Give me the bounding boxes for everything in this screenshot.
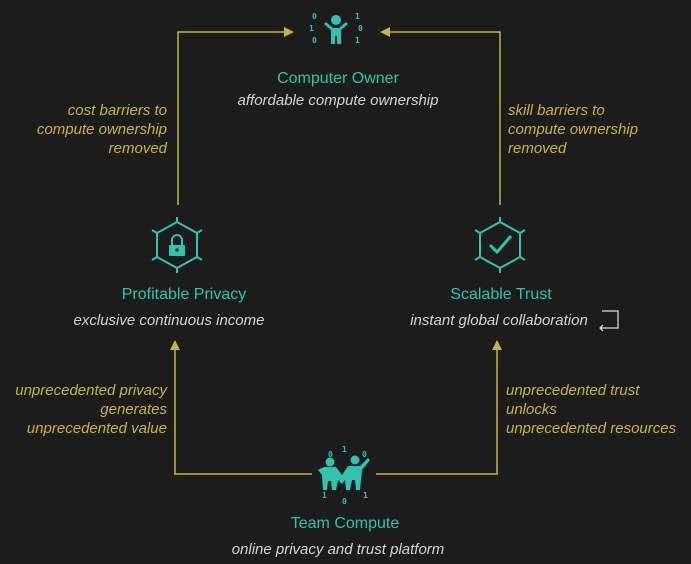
edge-label-line: unprecedented privacy <box>15 382 167 399</box>
edge-label-line: unprecedented value <box>26 420 167 437</box>
edge-label-top-right: skill barriers to compute ownership remo… <box>508 101 638 158</box>
scalable-trust-title: Scalable Trust <box>450 286 552 303</box>
owner-digit: 0 <box>358 24 363 33</box>
edge-label-bottom-right: unprecedented trust unlocks unprecedente… <box>506 381 676 438</box>
edge-label-line: generates <box>100 401 167 418</box>
team-digit: 0 <box>362 450 367 459</box>
computer-owner-subtitle: affordable compute ownership <box>237 92 439 109</box>
edge-trust-to-owner <box>380 27 501 205</box>
edge-label-line: unlocks <box>506 401 557 418</box>
team-binary-icon: 0 1 0 1 0 1 <box>318 445 370 506</box>
edge-label-line: unprecedented resources <box>506 420 677 437</box>
edge-privacy-to-owner <box>177 27 294 205</box>
team-compute-title: Team Compute <box>290 515 400 532</box>
profitable-privacy-title: Profitable Privacy <box>121 286 247 303</box>
edge-label-bottom-left: unprecedented privacy generates unpreced… <box>15 381 167 438</box>
team-digit: 0 <box>342 497 347 506</box>
owner-digit: 1 <box>355 36 360 45</box>
edge-team-to-privacy <box>170 340 312 475</box>
team-digit: 1 <box>322 491 327 500</box>
edge-label-line: compute ownership <box>508 121 639 138</box>
owner-digit: 1 <box>309 24 314 33</box>
hexagon-check-icon <box>474 217 526 273</box>
computer-owner-title: Computer Owner <box>277 70 399 87</box>
hexagon-lock-icon <box>151 217 203 273</box>
edge-label-line: removed <box>508 140 567 157</box>
owner-digit: 1 <box>355 12 360 21</box>
owner-digit: 0 <box>312 36 317 45</box>
edge-label-line: unprecedented trust <box>506 382 640 399</box>
edge-label-top-left: cost barriers to compute ownership remov… <box>37 101 167 158</box>
edge-label-line: skill barriers to <box>508 102 605 119</box>
edge-label-line: cost barriers to <box>67 102 167 119</box>
edge-team-to-trust <box>376 340 502 475</box>
team-compute-subtitle: online privacy and trust platform <box>231 541 445 558</box>
edge-label-line: compute ownership <box>36 121 167 138</box>
team-digit: 0 <box>328 450 333 459</box>
team-digit: 1 <box>363 491 368 500</box>
owner-digit: 0 <box>312 12 317 21</box>
person-binary-icon: 0 1 0 1 0 1 <box>309 12 363 45</box>
edge-label-line: removed <box>108 140 167 157</box>
team-digit: 1 <box>342 445 347 454</box>
return-key-icon <box>599 310 619 332</box>
profitable-privacy-subtitle: exclusive continuous income <box>73 312 265 329</box>
scalable-trust-subtitle: instant global collaboration <box>410 312 588 329</box>
